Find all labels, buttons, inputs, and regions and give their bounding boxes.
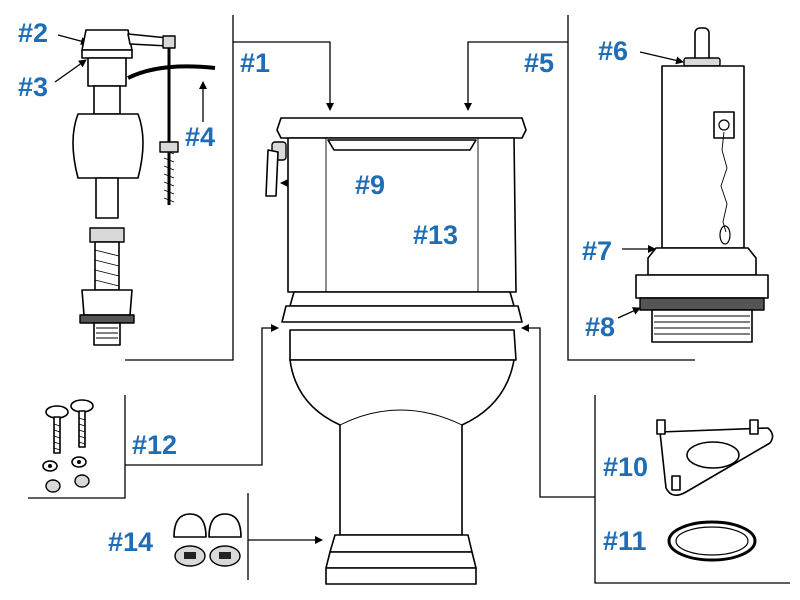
overflow-tube (694, 27, 710, 63)
bowl-rim (289, 329, 517, 361)
callout-5: #5 (524, 48, 555, 78)
callout-14: #14 (108, 527, 154, 557)
callout-7: #7 (582, 236, 613, 266)
fill-valve-float (72, 113, 144, 179)
callout-9: #9 (355, 170, 386, 200)
gasket-frame-line (594, 395, 790, 584)
callout-4: #4 (185, 122, 216, 152)
spud-washer (667, 520, 757, 562)
callout-6: #6 (598, 36, 629, 66)
leader-10 (521, 324, 595, 498)
gasket-illustration (656, 419, 774, 562)
float-arm (127, 33, 169, 47)
toilet-base (325, 567, 477, 585)
toilet-illustration (265, 117, 527, 585)
refill-tube (127, 64, 216, 80)
flush-valve-frame-line (567, 15, 695, 361)
tank-base (289, 291, 515, 307)
leader-8 (617, 307, 641, 319)
fill-valve-illustration (72, 29, 216, 346)
leader-3 (54, 59, 87, 83)
leader-5 (464, 41, 568, 111)
flush-valve-shank (651, 309, 753, 343)
leader-1 (233, 41, 334, 111)
tank-lid (276, 117, 527, 139)
flush-valve-base (647, 247, 757, 276)
tank-body (287, 137, 517, 293)
callout-1: #1 (240, 48, 271, 78)
callout-11: #11 (603, 526, 647, 556)
trip-lever-handle (265, 149, 279, 197)
toilet-bowl (289, 359, 515, 536)
leader-6 (639, 51, 684, 65)
callout-3: #3 (18, 72, 49, 102)
fill-valve-cap (81, 29, 133, 51)
bolt-caps-illustration (173, 513, 242, 567)
tank-gasket (639, 297, 765, 311)
fill-valve-frame-line (125, 15, 234, 361)
flapper-seal (683, 57, 721, 67)
bolts-frame-line (28, 395, 126, 499)
flush-valve-canister (661, 65, 745, 249)
callout-2: #2 (18, 18, 49, 48)
leader-12 (125, 324, 279, 466)
callout-8: #8 (585, 312, 616, 342)
tank-bolts-illustration (42, 399, 94, 493)
callout-10: #10 (603, 452, 649, 482)
flush-valve-illustration (635, 27, 769, 343)
callout-13: #13 (413, 220, 459, 250)
callout-12: #12 (132, 430, 178, 460)
